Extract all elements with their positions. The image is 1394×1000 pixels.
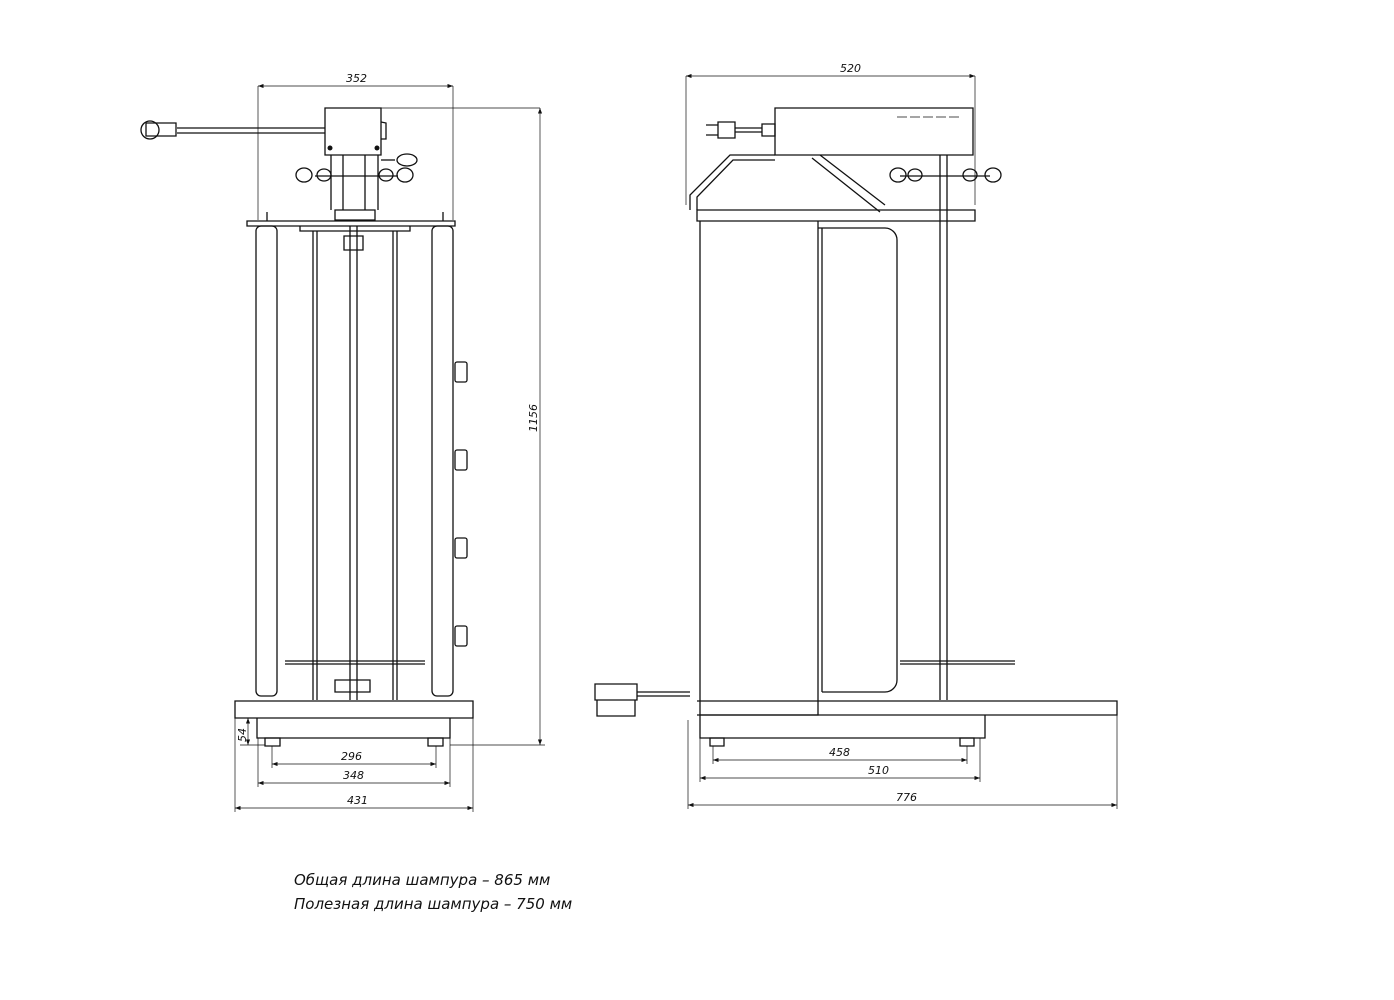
dim-54: 54	[236, 728, 249, 742]
note-useful-skewer-length: Полезная длина шампура – 750 мм	[294, 895, 573, 913]
dim-352: 352	[346, 72, 367, 85]
side-view: 520 458 510 776	[594, 62, 1118, 809]
note-total-skewer-length: Общая длина шампура – 865 мм	[294, 871, 551, 889]
control-knobs	[454, 361, 468, 647]
dim-520: 520	[840, 62, 861, 75]
front-view: 352 1156 54 296 348 431	[140, 72, 545, 812]
dim-1156: 1156	[527, 404, 540, 432]
dim-296: 296	[341, 750, 362, 763]
dim-458: 458	[829, 746, 850, 759]
dim-510: 510	[868, 764, 889, 777]
dim-431: 431	[347, 794, 368, 807]
dim-776: 776	[896, 791, 917, 804]
dim-348: 348	[343, 769, 364, 782]
